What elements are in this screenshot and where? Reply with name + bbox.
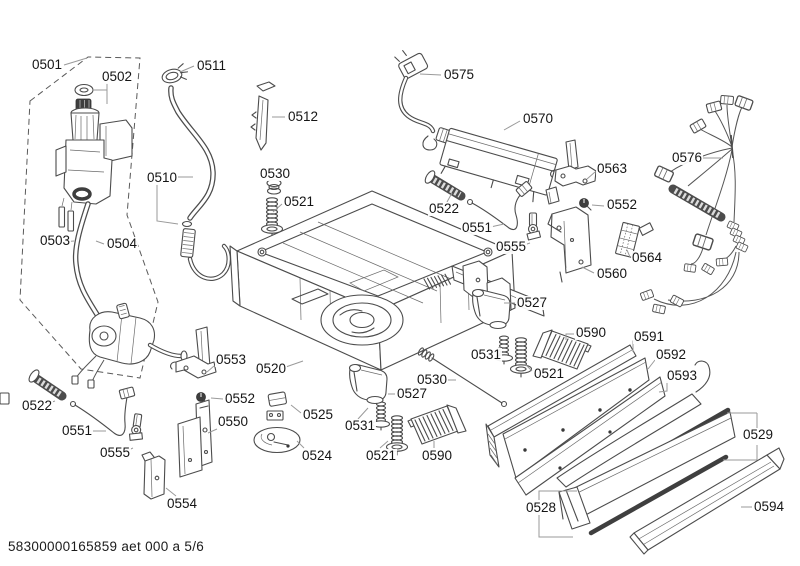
grommet-screw-top-drawing	[260, 178, 284, 238]
aquastop-valve-drawing	[55, 83, 133, 319]
clip-0552-right-drawing	[578, 197, 592, 211]
inlet-hose-drawing	[161, 63, 231, 281]
bracket-0563-drawing	[550, 139, 597, 187]
bracket-0550-drawing	[177, 399, 213, 478]
part-label-0576: 0576	[671, 150, 704, 166]
part-label-0511: 0511	[196, 58, 228, 74]
part-label-0521-center: 0521	[365, 448, 398, 464]
part-label-0570: 0570	[522, 111, 555, 127]
part-label-0591: 0591	[633, 329, 666, 345]
part-label-0531-center: 0531	[344, 418, 377, 434]
part-label-0524: 0524	[301, 448, 334, 464]
part-label-0527-center: 0527	[396, 386, 429, 402]
part-label-0529: 0529	[742, 427, 775, 443]
leader-lines	[45, 57, 758, 538]
strip-0522-left-drawing	[28, 369, 67, 401]
latch-0555-right-drawing	[526, 212, 542, 241]
part-label-0531-right: 0531	[470, 347, 503, 363]
foot-0527-center-drawing	[348, 363, 388, 405]
part-label-0554: 0554	[166, 496, 199, 512]
part-label-0553: 0553	[215, 352, 248, 368]
panel-0593-drawing	[514, 376, 666, 496]
part-label-0551-top: 0551	[461, 220, 494, 236]
part-label-0555-right: 0555	[495, 239, 528, 255]
document-code-footer: 58300000165859 aet 000 a 5/6	[8, 539, 205, 554]
bracket-0553-drawing	[170, 326, 217, 379]
part-label-0522-top: 0522	[428, 201, 461, 217]
bracket-0560-drawing	[547, 206, 592, 283]
part-label-0501: 0501	[31, 57, 64, 73]
aquastop-group-box	[19, 56, 159, 379]
cable-harness-drawing	[639, 94, 754, 315]
part-label-0550: 0550	[217, 414, 250, 430]
part-label-0590-right: 0590	[575, 325, 608, 341]
part-label-0560: 0560	[596, 266, 629, 282]
part-label-0575: 0575	[443, 67, 476, 83]
part-label-0521-top: 0521	[283, 194, 316, 210]
pump-motor-drawing	[71, 302, 188, 389]
part-label-0551-left: 0551	[61, 423, 94, 439]
terminal-block-drawing	[615, 221, 654, 258]
sensor-wire-left-drawing	[0, 386, 136, 436]
part-label-0510: 0510	[146, 170, 179, 186]
sensor-wire-top-drawing	[466, 180, 533, 231]
part-label-0522-left: 0522	[21, 398, 54, 414]
part-label-0552-right: 0552	[606, 197, 639, 213]
part-label-0520: 0520	[255, 361, 288, 377]
plinth-0528-drawing	[558, 486, 591, 530]
part-label-0530-top: 0530	[259, 166, 292, 182]
bracket-0554-drawing	[141, 451, 166, 500]
part-label-0525: 0525	[302, 407, 335, 423]
part-label-0504: 0504	[106, 236, 139, 252]
part-label-0593: 0593	[666, 368, 699, 384]
part-label-0590-center: 0590	[421, 448, 454, 464]
vent-grille-center-drawing	[407, 404, 467, 445]
part-label-0527-right: 0527	[516, 295, 549, 311]
part-label-0502: 0502	[101, 69, 134, 85]
part-label-0521-right: 0521	[533, 366, 566, 382]
panel-0592-drawing	[502, 357, 650, 479]
strip-0522-top-drawing	[424, 170, 466, 201]
part-label-0528: 0528	[525, 500, 558, 516]
part-label-0592: 0592	[655, 347, 688, 363]
part-label-0503: 0503	[39, 233, 72, 249]
part-label-0555-left: 0555	[99, 445, 132, 461]
rod-0530-drawing	[417, 347, 508, 408]
latch-0555-left-drawing	[128, 412, 147, 443]
part-label-0564: 0564	[631, 250, 664, 266]
disc-0524-drawing	[253, 426, 301, 454]
channel-0594-drawing	[629, 447, 785, 555]
part-label-0594: 0594	[753, 499, 786, 515]
panel-0591-drawing	[485, 344, 637, 468]
part-0525-drawing	[266, 391, 287, 421]
base-assembly-drawing	[229, 190, 545, 371]
part-label-0552-left: 0552	[224, 391, 257, 407]
part-label-0530-center: 0530	[416, 372, 449, 388]
support-spike-drawing	[250, 81, 276, 151]
part-label-0512: 0512	[287, 109, 320, 125]
screw-0521-right-drawing	[509, 337, 533, 378]
part-label-0563: 0563	[596, 161, 629, 177]
